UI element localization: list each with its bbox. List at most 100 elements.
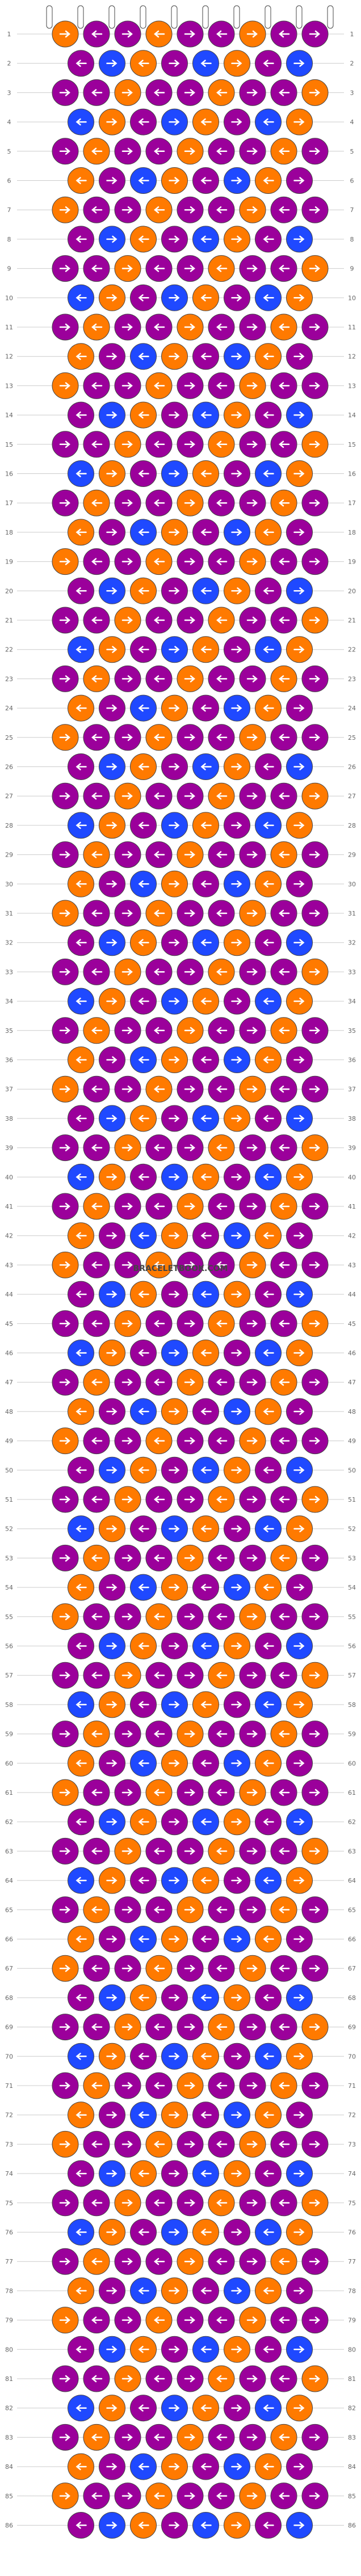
arrow-left-icon bbox=[154, 2316, 165, 2324]
row-number-left: 74 bbox=[5, 2170, 13, 2177]
knot bbox=[177, 1955, 204, 1982]
knot bbox=[145, 2307, 173, 2334]
arrow-right-icon bbox=[106, 1467, 117, 1474]
knot bbox=[99, 1926, 125, 1952]
knot bbox=[68, 284, 94, 311]
arrow-left-icon bbox=[75, 470, 87, 477]
knot bbox=[114, 20, 141, 48]
knot bbox=[68, 519, 94, 546]
arrow-right-icon bbox=[184, 89, 195, 96]
knot bbox=[239, 2248, 266, 2275]
knot bbox=[255, 2277, 282, 2304]
arrow-left-icon bbox=[138, 2170, 149, 2177]
arrow-left-icon bbox=[138, 1583, 149, 1591]
knot bbox=[68, 2043, 94, 2070]
arrow-right-icon bbox=[231, 1876, 242, 1884]
knot bbox=[161, 519, 188, 546]
knot bbox=[99, 1984, 125, 2011]
knot bbox=[255, 2160, 282, 2187]
arrow-left-icon bbox=[154, 2141, 165, 2148]
arrow-left-icon bbox=[75, 1994, 87, 2002]
arrow-left-icon bbox=[154, 2023, 165, 2031]
knot bbox=[192, 1163, 219, 1190]
arrow-right-icon bbox=[59, 2141, 70, 2148]
knot bbox=[99, 2160, 125, 2187]
arrow-left-icon bbox=[75, 1408, 87, 1416]
arrow-right-icon bbox=[121, 675, 133, 683]
row-number-left: 82 bbox=[5, 2405, 13, 2412]
arrow-right-icon bbox=[169, 587, 180, 595]
string-top-2 bbox=[77, 5, 84, 29]
knot bbox=[145, 79, 173, 106]
knot bbox=[114, 2424, 141, 2451]
knot bbox=[114, 2130, 141, 2158]
arrow-right-icon bbox=[169, 235, 180, 243]
arrow-left-icon bbox=[154, 2434, 165, 2441]
arrow-right-icon bbox=[121, 1789, 133, 1797]
arrow-left-icon bbox=[75, 1232, 87, 1239]
arrow-right-icon bbox=[309, 499, 320, 507]
knot bbox=[286, 167, 313, 194]
row-number-left: 84 bbox=[5, 2463, 13, 2471]
knot bbox=[177, 20, 204, 48]
row-number-right: 9 bbox=[350, 265, 354, 273]
knot bbox=[52, 1896, 79, 1923]
knot bbox=[68, 2102, 94, 2129]
row-number-right: 2 bbox=[350, 60, 354, 67]
knot bbox=[255, 460, 282, 487]
knot bbox=[239, 2189, 266, 2217]
knot bbox=[52, 1251, 79, 1278]
knot bbox=[161, 2453, 188, 2480]
arrow-left-icon bbox=[200, 646, 212, 653]
knot bbox=[68, 2160, 94, 2187]
knot bbox=[255, 1163, 282, 1190]
knot bbox=[177, 1603, 204, 1630]
row-number-right: 11 bbox=[348, 324, 356, 331]
knot bbox=[99, 2102, 125, 2129]
row-number-left: 69 bbox=[5, 2024, 13, 2031]
arrow-left-icon bbox=[138, 763, 149, 770]
knot bbox=[192, 1105, 219, 1132]
knot bbox=[83, 900, 110, 927]
knot bbox=[99, 1222, 125, 1249]
arrow-left-icon bbox=[154, 2199, 165, 2207]
knot bbox=[192, 2102, 219, 2129]
arrow-left-icon bbox=[154, 206, 165, 214]
knot bbox=[224, 519, 250, 546]
knot bbox=[145, 900, 173, 927]
arrow-left-icon bbox=[138, 235, 149, 243]
arrow-right-icon bbox=[184, 147, 195, 155]
arrow-right-icon bbox=[293, 1173, 305, 1181]
knot bbox=[177, 1721, 204, 1748]
arrow-left-icon bbox=[216, 1964, 228, 1972]
arrow-right-icon bbox=[121, 323, 133, 331]
knot bbox=[255, 1046, 282, 1073]
arrow-right-icon bbox=[231, 939, 242, 946]
row-number-right: 30 bbox=[348, 880, 356, 888]
arrow-right-icon bbox=[309, 1378, 320, 1386]
arrow-right-icon bbox=[246, 1320, 258, 1328]
arrow-left-icon bbox=[154, 2257, 165, 2265]
row-number-right: 52 bbox=[348, 1526, 356, 1533]
knot bbox=[130, 2336, 157, 2363]
arrow-right-icon bbox=[184, 1671, 195, 1679]
arrow-left-icon bbox=[138, 1349, 149, 1357]
knot bbox=[99, 1281, 125, 1308]
arrow-left-icon bbox=[263, 2111, 274, 2119]
knot bbox=[177, 1134, 204, 1162]
arrow-left-icon bbox=[216, 616, 228, 624]
arrow-left-icon bbox=[200, 1994, 212, 2002]
arrow-left-icon bbox=[154, 89, 165, 96]
knot bbox=[224, 1984, 250, 2011]
arrow-right-icon bbox=[246, 30, 258, 38]
arrow-left-icon bbox=[91, 1671, 103, 1679]
knot bbox=[145, 724, 173, 751]
knot bbox=[130, 1633, 157, 1659]
knot bbox=[177, 2189, 204, 2217]
knot bbox=[301, 1603, 329, 1630]
arrow-left-icon bbox=[138, 939, 149, 946]
arrow-right-icon bbox=[246, 2375, 258, 2383]
knot bbox=[145, 1251, 173, 1278]
arrow-left-icon bbox=[154, 30, 165, 38]
